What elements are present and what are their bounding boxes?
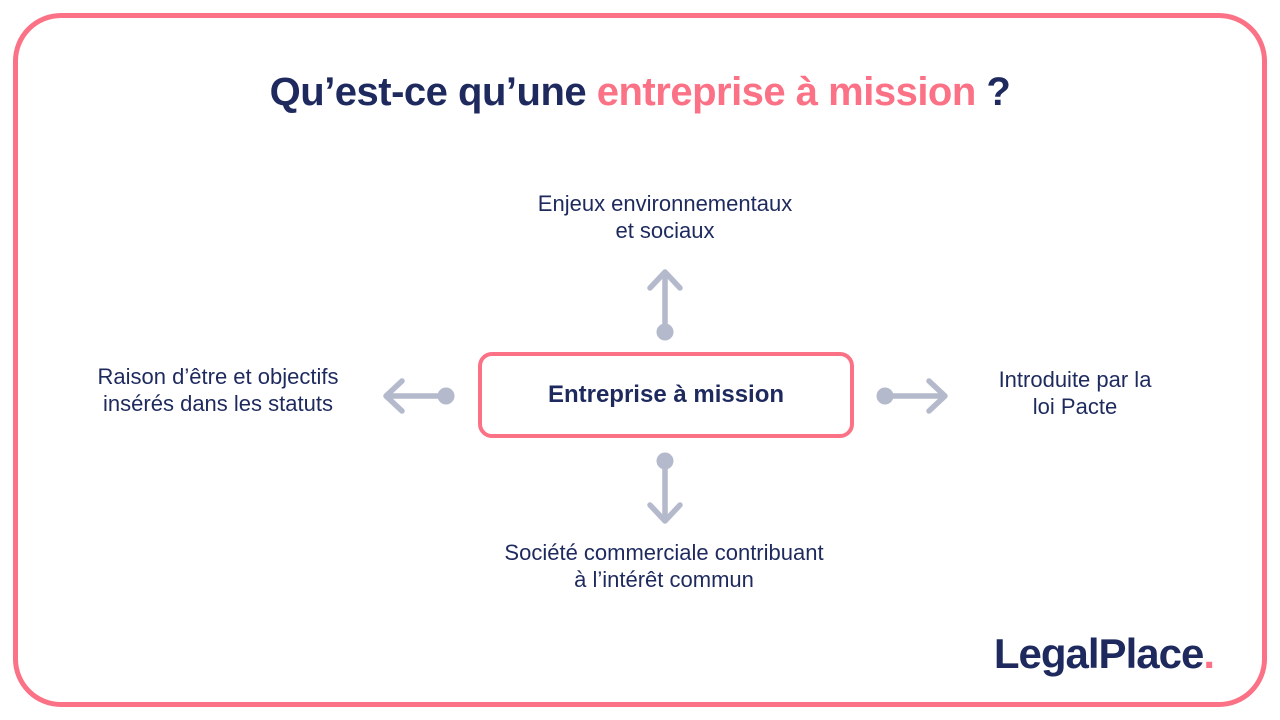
title-highlight: entreprise à mission	[596, 70, 977, 114]
logo-text: LegalPlace	[993, 630, 1204, 677]
title-suffix: ?	[975, 70, 1011, 114]
logo-dot: .	[1203, 630, 1215, 677]
legalplace-logo: LegalPlace.	[993, 630, 1215, 678]
label-raison-detre: Raison d’être et objectifs insérés dans …	[97, 364, 339, 416]
arrow-right-icon	[873, 376, 951, 416]
label-loi-pacte: Introduite par la loi Pacte	[998, 367, 1152, 419]
arrow-up-icon	[645, 266, 685, 344]
center-node-entreprise-a-mission: Entreprise à mission	[478, 352, 854, 438]
label-societe-commerciale: Société commerciale contribuant à l’inté…	[504, 540, 824, 592]
page-title: Qu’est-ce qu’une entreprise à mission ?	[0, 70, 1280, 115]
center-node-label: Entreprise à mission	[547, 381, 785, 408]
title-prefix: Qu’est-ce qu’une	[269, 70, 597, 114]
arrow-left-icon	[380, 376, 458, 416]
arrow-down-icon	[645, 449, 685, 527]
label-enjeux-environnementaux: Enjeux environnementaux et sociaux	[537, 191, 793, 243]
